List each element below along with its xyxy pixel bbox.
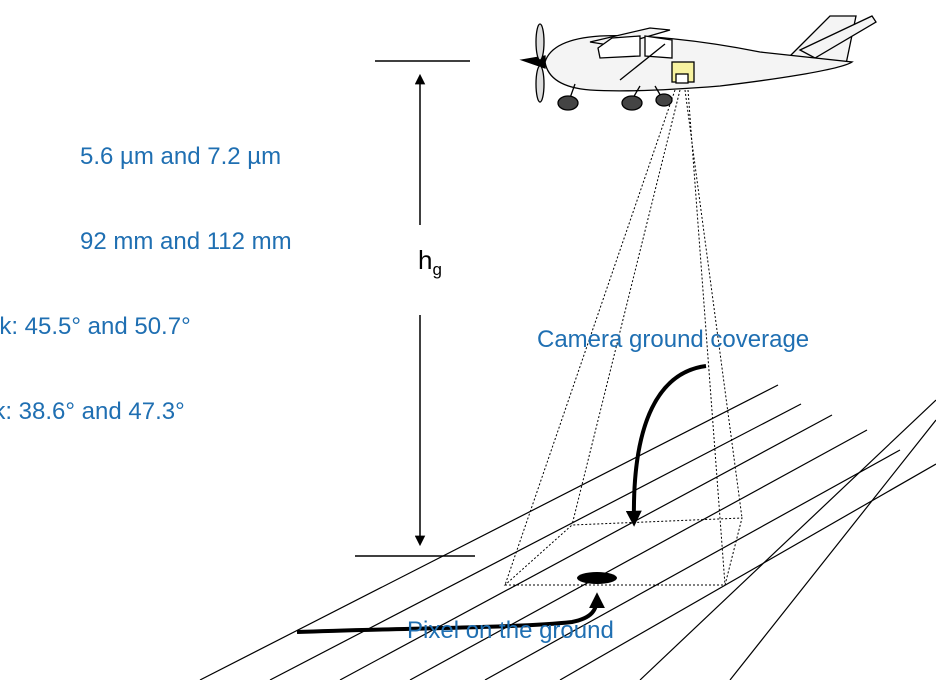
pixel-footprint-icon [577, 572, 617, 584]
camera-view-frustum [503, 89, 743, 586]
coverage-pointer-arrow [625, 364, 707, 527]
height-subscript: g [432, 260, 442, 279]
camera-coverage-label: Camera ground coverage [537, 326, 810, 353]
height-label: hg [418, 246, 442, 284]
focal-length-label: 92 mm and 112 mm [80, 228, 292, 255]
height-symbol: h [418, 245, 433, 275]
pixel-ground-label: Pixel on the ground [407, 617, 614, 644]
cessna-aircraft-icon [519, 15, 877, 111]
fov-across-track-label: rack: 45.5° and 50.7° [0, 313, 191, 340]
pixel-pointer-arrow [296, 592, 605, 634]
sensor-size-label: 5.6 µm and 7.2 µm [80, 143, 282, 170]
height-reference-lines [355, 60, 475, 557]
ground-lines [199, 384, 936, 680]
fov-along-track-label: ack: 38.6° and 47.3° [0, 398, 185, 425]
